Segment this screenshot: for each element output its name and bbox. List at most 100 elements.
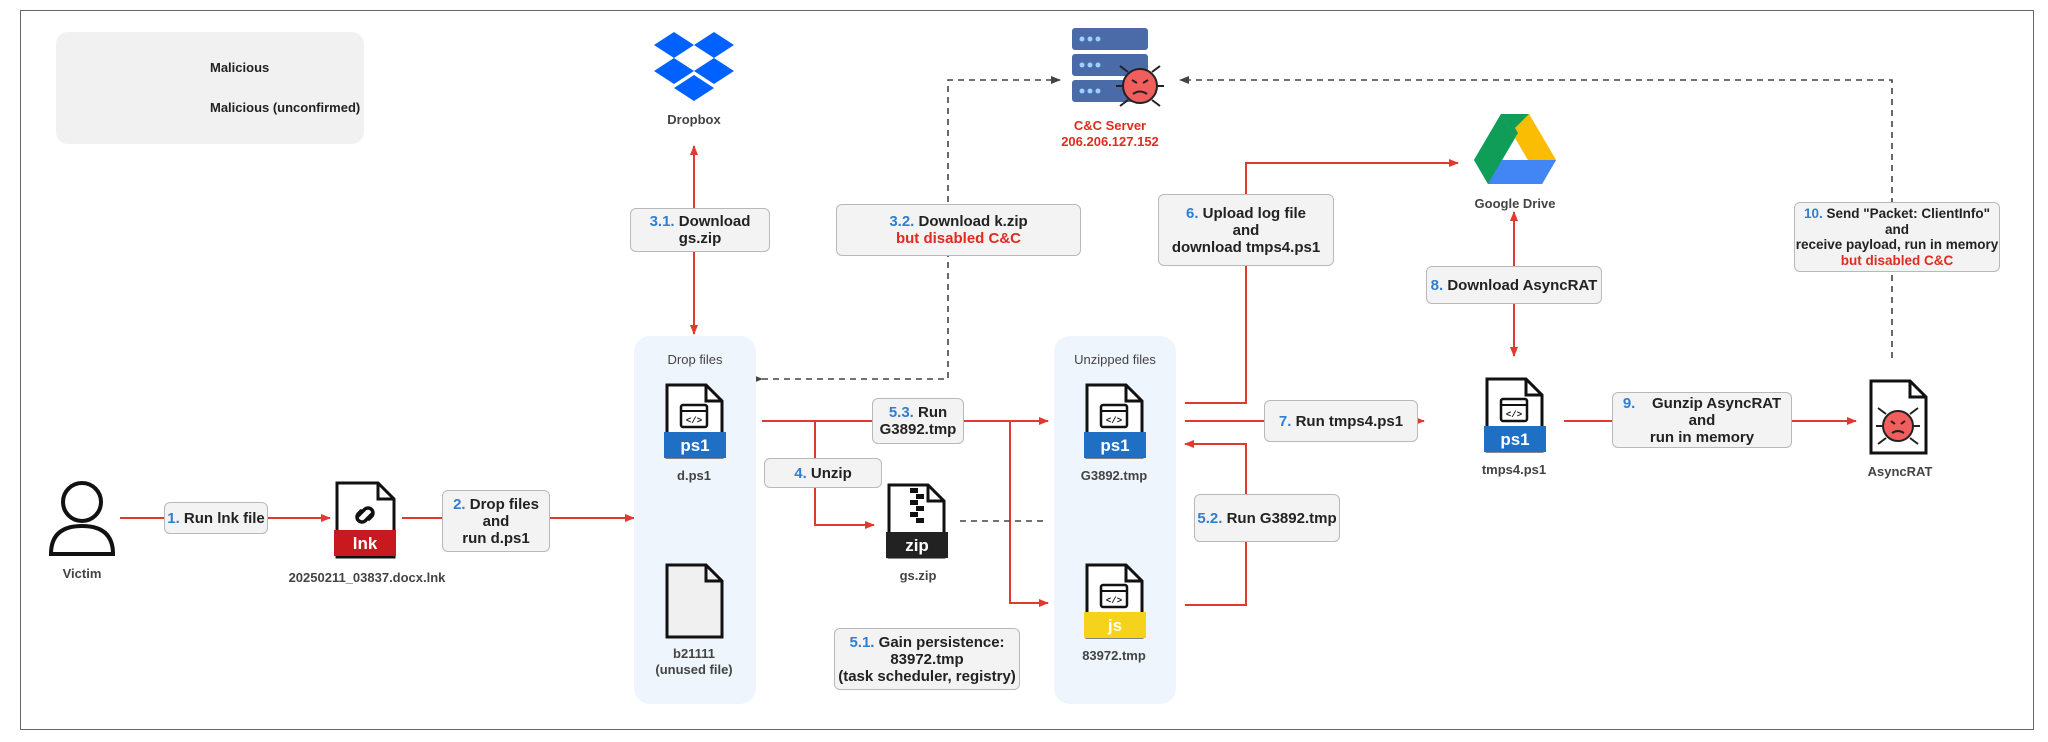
server-icon (1072, 28, 1164, 107)
step-text: Drop files (469, 495, 539, 513)
step-text: scheduler (877, 667, 948, 685)
step-text: Download (678, 213, 751, 230)
drop-files-title: Drop files (667, 352, 723, 367)
step-number: 5.3. (888, 404, 914, 421)
step-text: Gain persistence: (878, 633, 1005, 651)
js-badge: js (1107, 616, 1122, 635)
ps1-file-icon: </> ps1 (1084, 383, 1146, 459)
ps1-badge: ps1 (1100, 436, 1129, 455)
ps1-badge: ps1 (1500, 430, 1529, 449)
cc-server-title: C&C Server (1073, 118, 1147, 133)
step-number: 5.2. (1197, 509, 1223, 527)
step-6-upload-log-file: 6. Upload log file and download tmps4.ps… (1158, 194, 1334, 266)
zip-file-icon: zip (886, 483, 948, 559)
ps1-file-icon: </> ps1 (1484, 377, 1546, 453)
step-text: Run lnk file (183, 509, 265, 527)
step-number: 7. (1278, 412, 1292, 430)
lnk-file-label: 20250211_03837.docx.lnk (288, 570, 446, 585)
victim-label: Victim (62, 566, 102, 581)
step-text: run d.ps1 (462, 529, 530, 547)
legend-malicious-label: Malicious (210, 60, 270, 75)
step-number: 6. (1185, 204, 1199, 222)
blank-file-icon (665, 563, 724, 639)
legend: Malicious Malicious (unconfirmed) (56, 32, 364, 144)
unzipped-files-title: Unzipped files (1074, 352, 1156, 367)
malware-file-icon (1869, 379, 1928, 455)
step-text: receive payload, run in memory (1795, 237, 1999, 252)
step-warning: but disabled C&C (895, 230, 1021, 247)
ps1-badge: ps1 (680, 436, 709, 455)
step-number: 8. (1430, 276, 1444, 294)
step-text: and (1232, 221, 1260, 239)
step-number: 1. (167, 509, 180, 527)
edge-run-83972 (1009, 421, 1049, 607)
step-number: 9. (1622, 394, 1636, 412)
google-drive-icon (1474, 114, 1556, 184)
edge-unzip (814, 421, 875, 529)
zip-badge: zip (905, 536, 929, 555)
step-2-drop-files: 2. Drop files and run d.ps1 (442, 490, 550, 552)
b21111-note: (unused file) (655, 662, 733, 677)
step-text: and (1688, 411, 1716, 429)
svg-text:</>: </> (1106, 416, 1122, 426)
step-number: 3.2. (889, 213, 915, 230)
step-text: Download AsyncRAT (1447, 276, 1598, 294)
step-10-send-packet: 10. Send "Packet: ClientInfo" and receiv… (1794, 202, 2000, 272)
step-text: run in memory (1649, 428, 1755, 446)
b21111-label: b21111 (673, 646, 715, 661)
step-warning: but disabled C&C (1840, 252, 1954, 268)
step-text: Gunzip AsyncRAT (1652, 394, 1782, 412)
asyncrat-label: AsyncRAT (1867, 464, 1933, 479)
step-4-unzip: 4. Unzip (764, 458, 882, 488)
dropbox-icon (654, 32, 734, 101)
step-text: gs.zip (678, 230, 722, 247)
gs-zip-label: gs.zip (899, 568, 937, 583)
cc-server-ip: 206.206.127.152 (1061, 134, 1159, 149)
ps1-file-icon: </> ps1 (664, 383, 726, 459)
google-drive-label: Google Drive (1474, 196, 1556, 211)
step-5-2-run-g3892: 5.2. Run G3892.tmp (1194, 494, 1340, 542)
step-5-3-run-g3892: 5.3. Run G3892.tmp (872, 398, 964, 444)
g3892-label: G3892.tmp (1080, 468, 1148, 483)
step-number: 3.1. (649, 213, 675, 230)
step-text: Send "Packet: ClientInfo" (1826, 206, 1991, 221)
step-text: Run (918, 404, 948, 421)
step-text: Run G3892.tmp (1226, 509, 1337, 527)
js-file-icon: </> js (1084, 563, 1146, 639)
step-text: Upload log file (1202, 204, 1307, 222)
step-text: 83972.tmp (890, 650, 964, 668)
step-7-run-tmps4: 7. Run tmps4.ps1 (1264, 400, 1418, 442)
step-text: (task (838, 667, 878, 685)
legend-unconfirmed-label: Malicious (unconfirmed) (210, 100, 361, 115)
step-number: 2. (453, 495, 466, 513)
step-text: Unzip (810, 464, 852, 482)
step-number: 4. (794, 464, 807, 482)
unconfirmed-edges (753, 76, 1893, 522)
d-ps1-label: d.ps1 (677, 468, 711, 483)
dropbox-label: Dropbox (667, 112, 721, 127)
tmps4-label: tmps4.ps1 (1481, 462, 1547, 477)
step-text: Run tmps4.ps1 (1295, 412, 1404, 430)
step-text: and (1884, 221, 1909, 237)
step-text: , registry) (947, 667, 1016, 685)
diagram-frame (20, 10, 2034, 730)
step-text: and (482, 512, 510, 530)
step-text: Download k.zip (918, 213, 1028, 230)
lnk-badge: lnk (353, 534, 378, 553)
83972-label: 83972.tmp (1082, 648, 1146, 663)
step-1-run-lnk: 1. Run lnk file (164, 502, 268, 534)
svg-text:</>: </> (1106, 596, 1122, 606)
person-icon (48, 481, 116, 556)
edge-g3892-gdrive (1185, 159, 1459, 404)
step-5-1-gain-persistence: 5.1. Gain persistence: 83972.tmp (task s… (834, 628, 1020, 690)
step-text: G3892.tmp (879, 421, 957, 438)
step-9-gunzip-asyncrat: 9. Gunzip AsyncRAT and run in memory (1612, 392, 1792, 448)
step-3-2-download-k-zip: 3.2. Download k.zip but disabled C&C (836, 204, 1081, 256)
step-number: 10. (1803, 206, 1823, 221)
step-text: download tmps4.ps1 (1171, 238, 1321, 256)
svg-text:</>: </> (686, 416, 702, 426)
step-number: 5.1. (849, 633, 875, 651)
lnk-file-icon: lnk (334, 481, 396, 559)
svg-text:</>: </> (1506, 410, 1522, 420)
step-3-1-download-gs-zip: 3.1. Download gs.zip (630, 208, 770, 252)
